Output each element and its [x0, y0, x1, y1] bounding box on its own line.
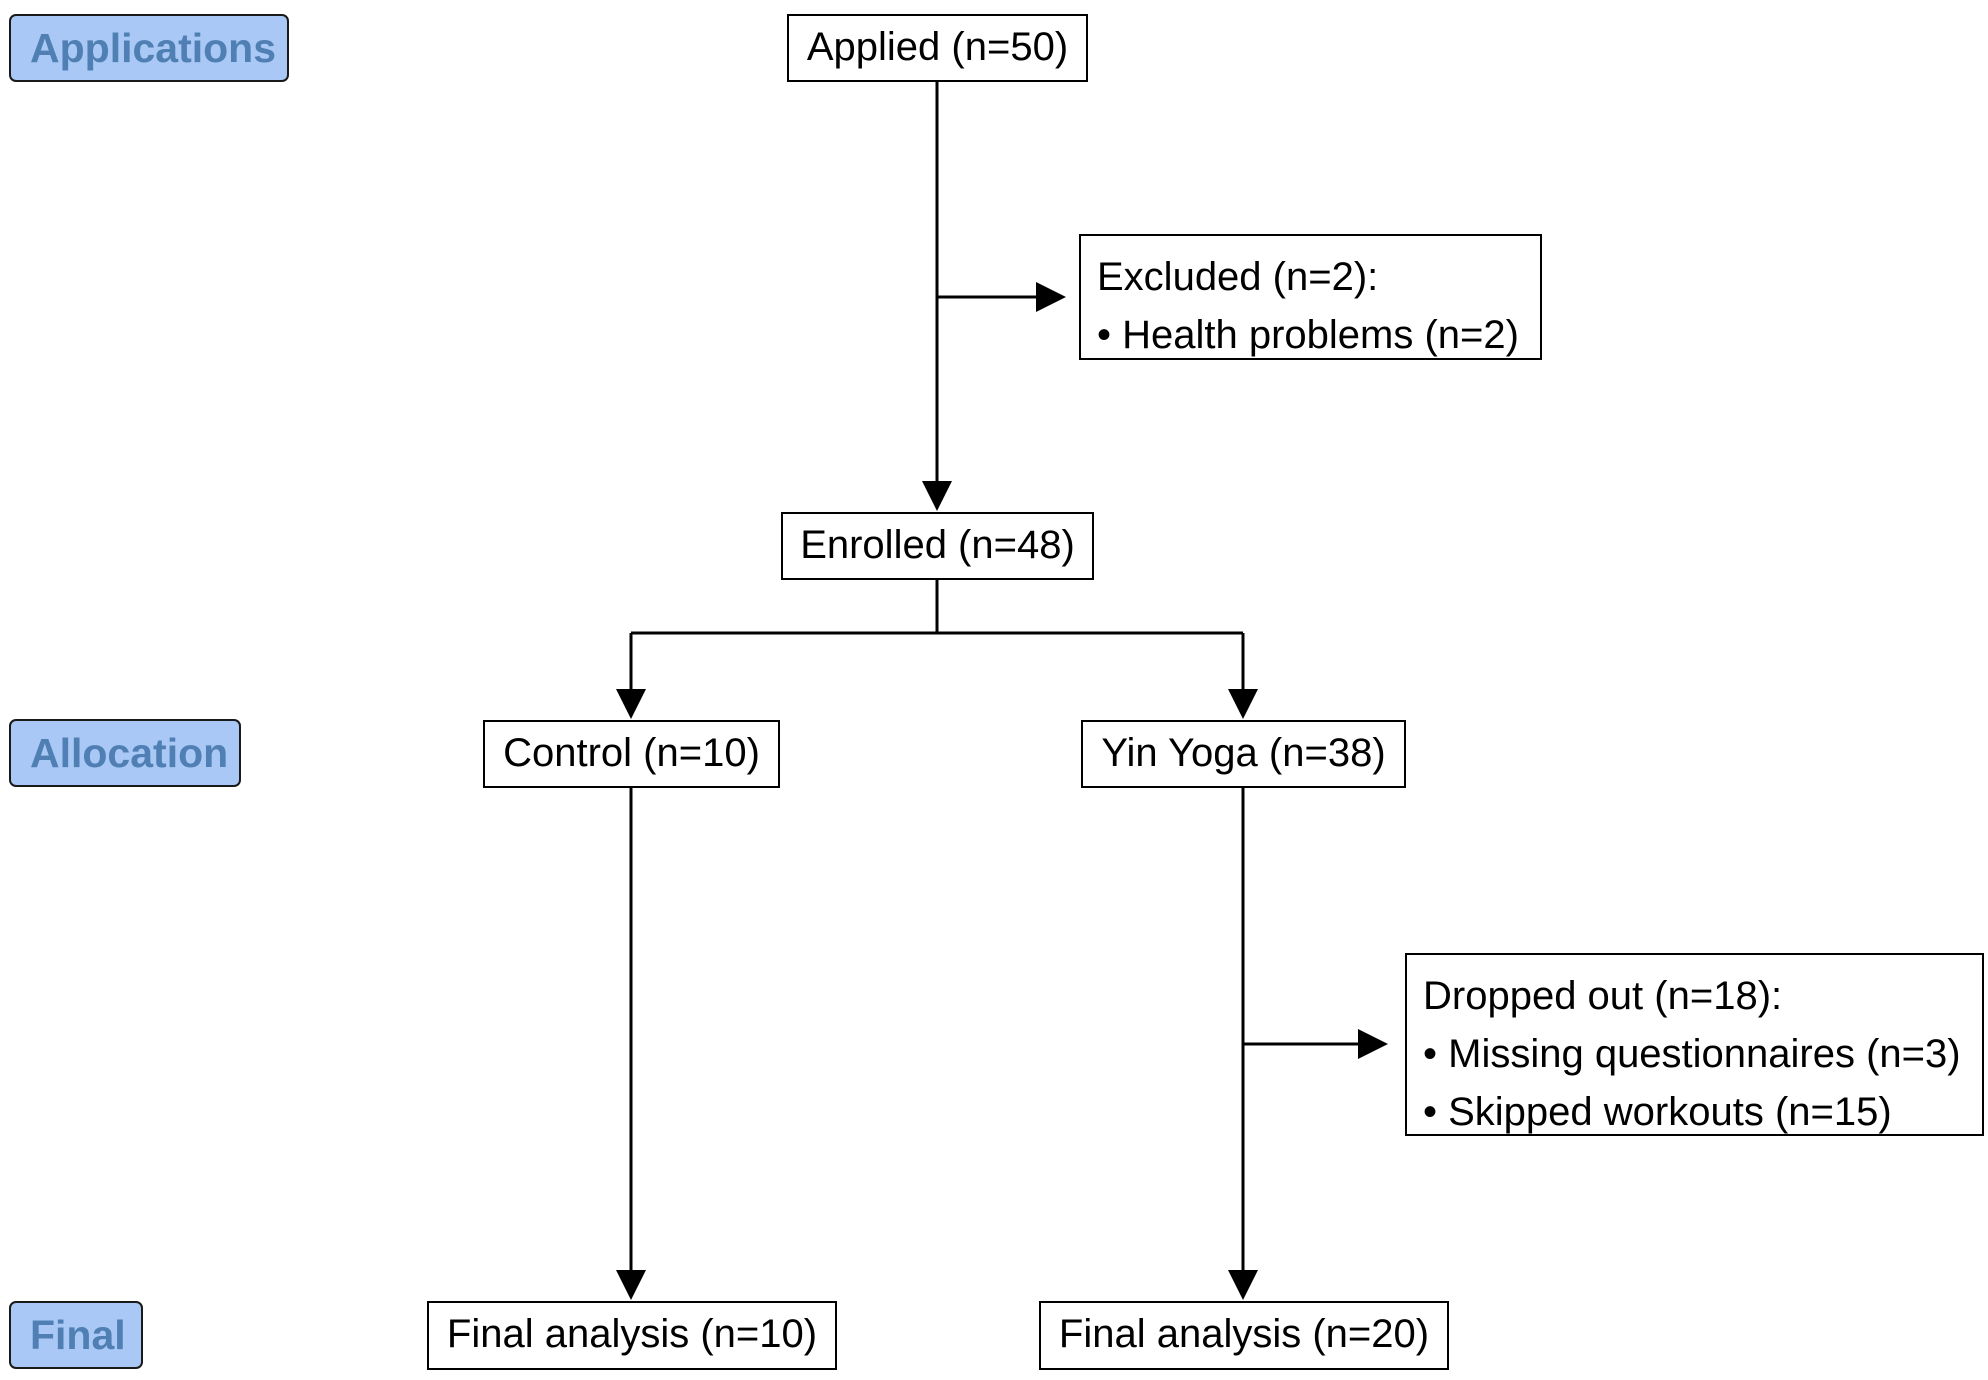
dropped-out-title: Dropped out (n=18): — [1423, 974, 1783, 1018]
arrowhead-dropped-out — [1358, 1029, 1388, 1059]
final-analysis-yoga-box: Final analysis (n=20) — [1039, 1301, 1449, 1370]
stage-label-applications: Applications — [9, 14, 289, 82]
arrowhead-enrolled — [922, 481, 952, 511]
stage-label-final: Final — [9, 1301, 143, 1369]
arrowhead-final-control — [616, 1270, 646, 1300]
excluded-title: Excluded (n=2): — [1097, 255, 1379, 299]
final-analysis-control-box: Final analysis (n=10) — [427, 1301, 837, 1370]
excluded-item: • Health problems (n=2) — [1097, 313, 1519, 357]
arrowhead-excluded — [1036, 282, 1066, 312]
applied-box: Applied (n=50) — [787, 14, 1088, 82]
yin-yoga-box: Yin Yoga (n=38) — [1081, 720, 1406, 788]
stage-label-allocation: Allocation — [9, 719, 241, 787]
arrowhead-control — [616, 689, 646, 719]
control-box: Control (n=10) — [483, 720, 780, 788]
arrowhead-final-yoga — [1228, 1270, 1258, 1300]
dropped-out-item: • Missing questionnaires (n=3) — [1423, 1032, 1961, 1076]
dropped-out-item: • Skipped workouts (n=15) — [1423, 1090, 1892, 1134]
arrowhead-yin-yoga — [1228, 689, 1258, 719]
dropped-out-box: Dropped out (n=18): • Missing questionna… — [1405, 953, 1984, 1136]
excluded-box: Excluded (n=2): • Health problems (n=2) — [1079, 234, 1542, 360]
enrolled-box: Enrolled (n=48) — [781, 512, 1094, 580]
